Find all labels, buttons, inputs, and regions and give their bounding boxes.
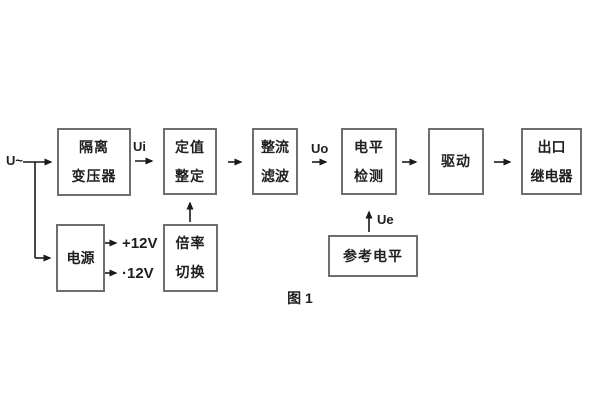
block-isolation-transformer: 隔离 变压器 bbox=[57, 128, 131, 196]
block-drive: 驱动 bbox=[428, 128, 484, 195]
block-reference-level: 参考电平 bbox=[328, 235, 418, 277]
block-level-detection: 电平 检测 bbox=[341, 128, 397, 195]
block-label: 整定 bbox=[175, 167, 205, 184]
block-power-supply: 电源 bbox=[56, 224, 105, 292]
block-output-relay: 出口 继电器 bbox=[521, 128, 582, 195]
block-label: 驱动 bbox=[441, 153, 471, 169]
signal-ui-label: Ui bbox=[133, 139, 146, 154]
signal-ue-label: Ue bbox=[377, 212, 394, 227]
block-label: 出口 bbox=[537, 138, 566, 155]
signal-uo-label: Uo bbox=[311, 141, 329, 156]
block-label: 检测 bbox=[354, 167, 384, 184]
block-setting: 定值 整定 bbox=[163, 128, 217, 195]
block-ratio-switch: 倍率 切换 bbox=[163, 224, 218, 292]
block-label: 整流 bbox=[261, 138, 289, 155]
block-label: 倍率 bbox=[175, 235, 206, 251]
block-label: 变压器 bbox=[71, 168, 117, 184]
figure-caption: 图 1 bbox=[287, 290, 313, 306]
block-label: 隔离 bbox=[79, 139, 109, 155]
block-label: 滤波 bbox=[261, 167, 289, 184]
block-label: 切换 bbox=[175, 264, 206, 280]
power-minus12v-label: ·12V bbox=[122, 265, 154, 282]
input-voltage-label: U~ bbox=[6, 153, 23, 168]
block-label: 电平 bbox=[354, 138, 384, 155]
block-label: 电源 bbox=[66, 249, 95, 266]
block-label: 继电器 bbox=[530, 167, 573, 184]
block-label: 参考电平 bbox=[343, 247, 403, 264]
power-plus12v-label: +12V bbox=[122, 235, 158, 252]
block-rectifier-filter: 整流 滤波 bbox=[252, 128, 298, 195]
block-label: 定值 bbox=[175, 138, 205, 155]
